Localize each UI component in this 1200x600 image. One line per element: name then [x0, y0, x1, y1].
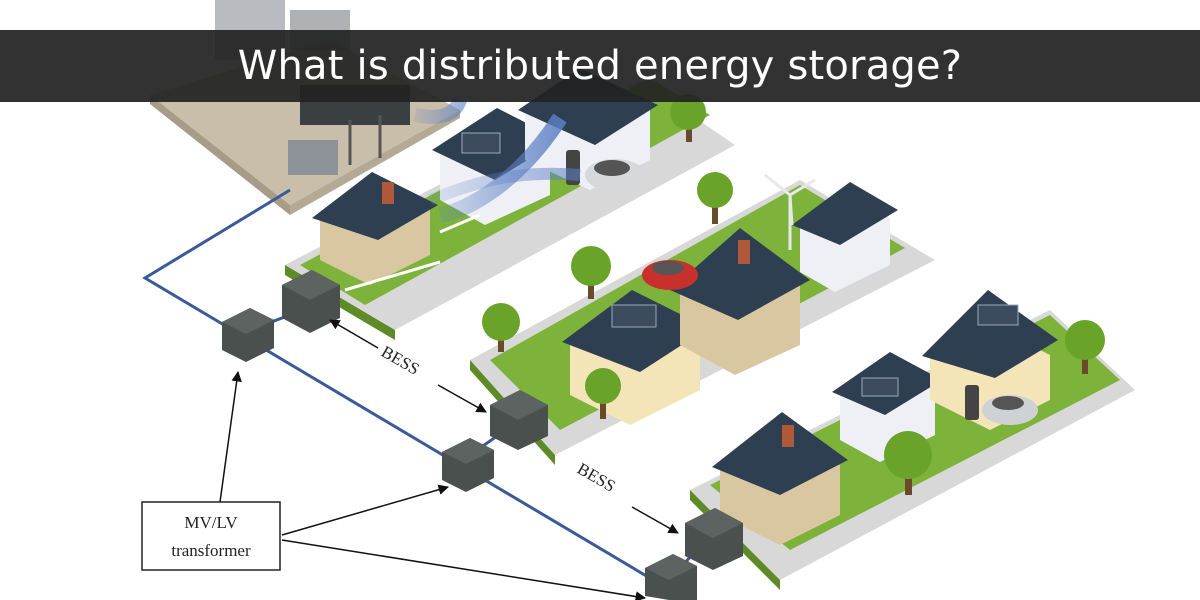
house-icon [312, 172, 438, 285]
transformer-label-line1: MV/LV [184, 513, 238, 532]
house-icon [712, 412, 848, 545]
transformer-label-box [141, 501, 281, 571]
battery-storage-icon [282, 270, 340, 333]
transformer-label-line2: transformer [171, 541, 251, 560]
bess-upper-arrow-right [437, 384, 487, 413]
car-icon [982, 395, 1038, 425]
ev-charger-icon [965, 385, 979, 420]
bess-upper-label: BESS [378, 342, 423, 379]
neighborhood-block-2 [470, 172, 935, 465]
house-icon [792, 182, 898, 292]
car-icon [642, 260, 698, 290]
transformer-callout: MV/LV transformer [141, 370, 647, 600]
car-icon [585, 159, 645, 191]
bess-lower-arrow [631, 506, 679, 534]
transformer-icon [222, 308, 274, 362]
fence [344, 213, 481, 292]
wind-turbine-icon [764, 173, 816, 250]
battery-storage-icon [685, 508, 743, 570]
bess-upper-arrow-left [329, 319, 379, 349]
tree-icon [884, 431, 932, 495]
tree-icon [585, 368, 621, 419]
tree-icon [571, 246, 611, 299]
tree-icon [482, 303, 520, 352]
neighborhood-block-3 [690, 290, 1135, 590]
energy-flow-arrow [438, 113, 567, 223]
tree-icon [670, 94, 706, 142]
transformer-icon [645, 554, 697, 600]
page-title: What is distributed energy storage? [237, 43, 963, 89]
bess-lower-label: BESS [574, 459, 619, 496]
transformer-icon [442, 438, 494, 492]
neighborhood-block-1 [285, 68, 735, 340]
tree-icon [1065, 320, 1105, 374]
title-banner: What is distributed energy storage? [0, 30, 1200, 102]
house-icon [670, 228, 810, 375]
tree-icon [697, 172, 733, 224]
battery-storage-icon [490, 390, 548, 450]
